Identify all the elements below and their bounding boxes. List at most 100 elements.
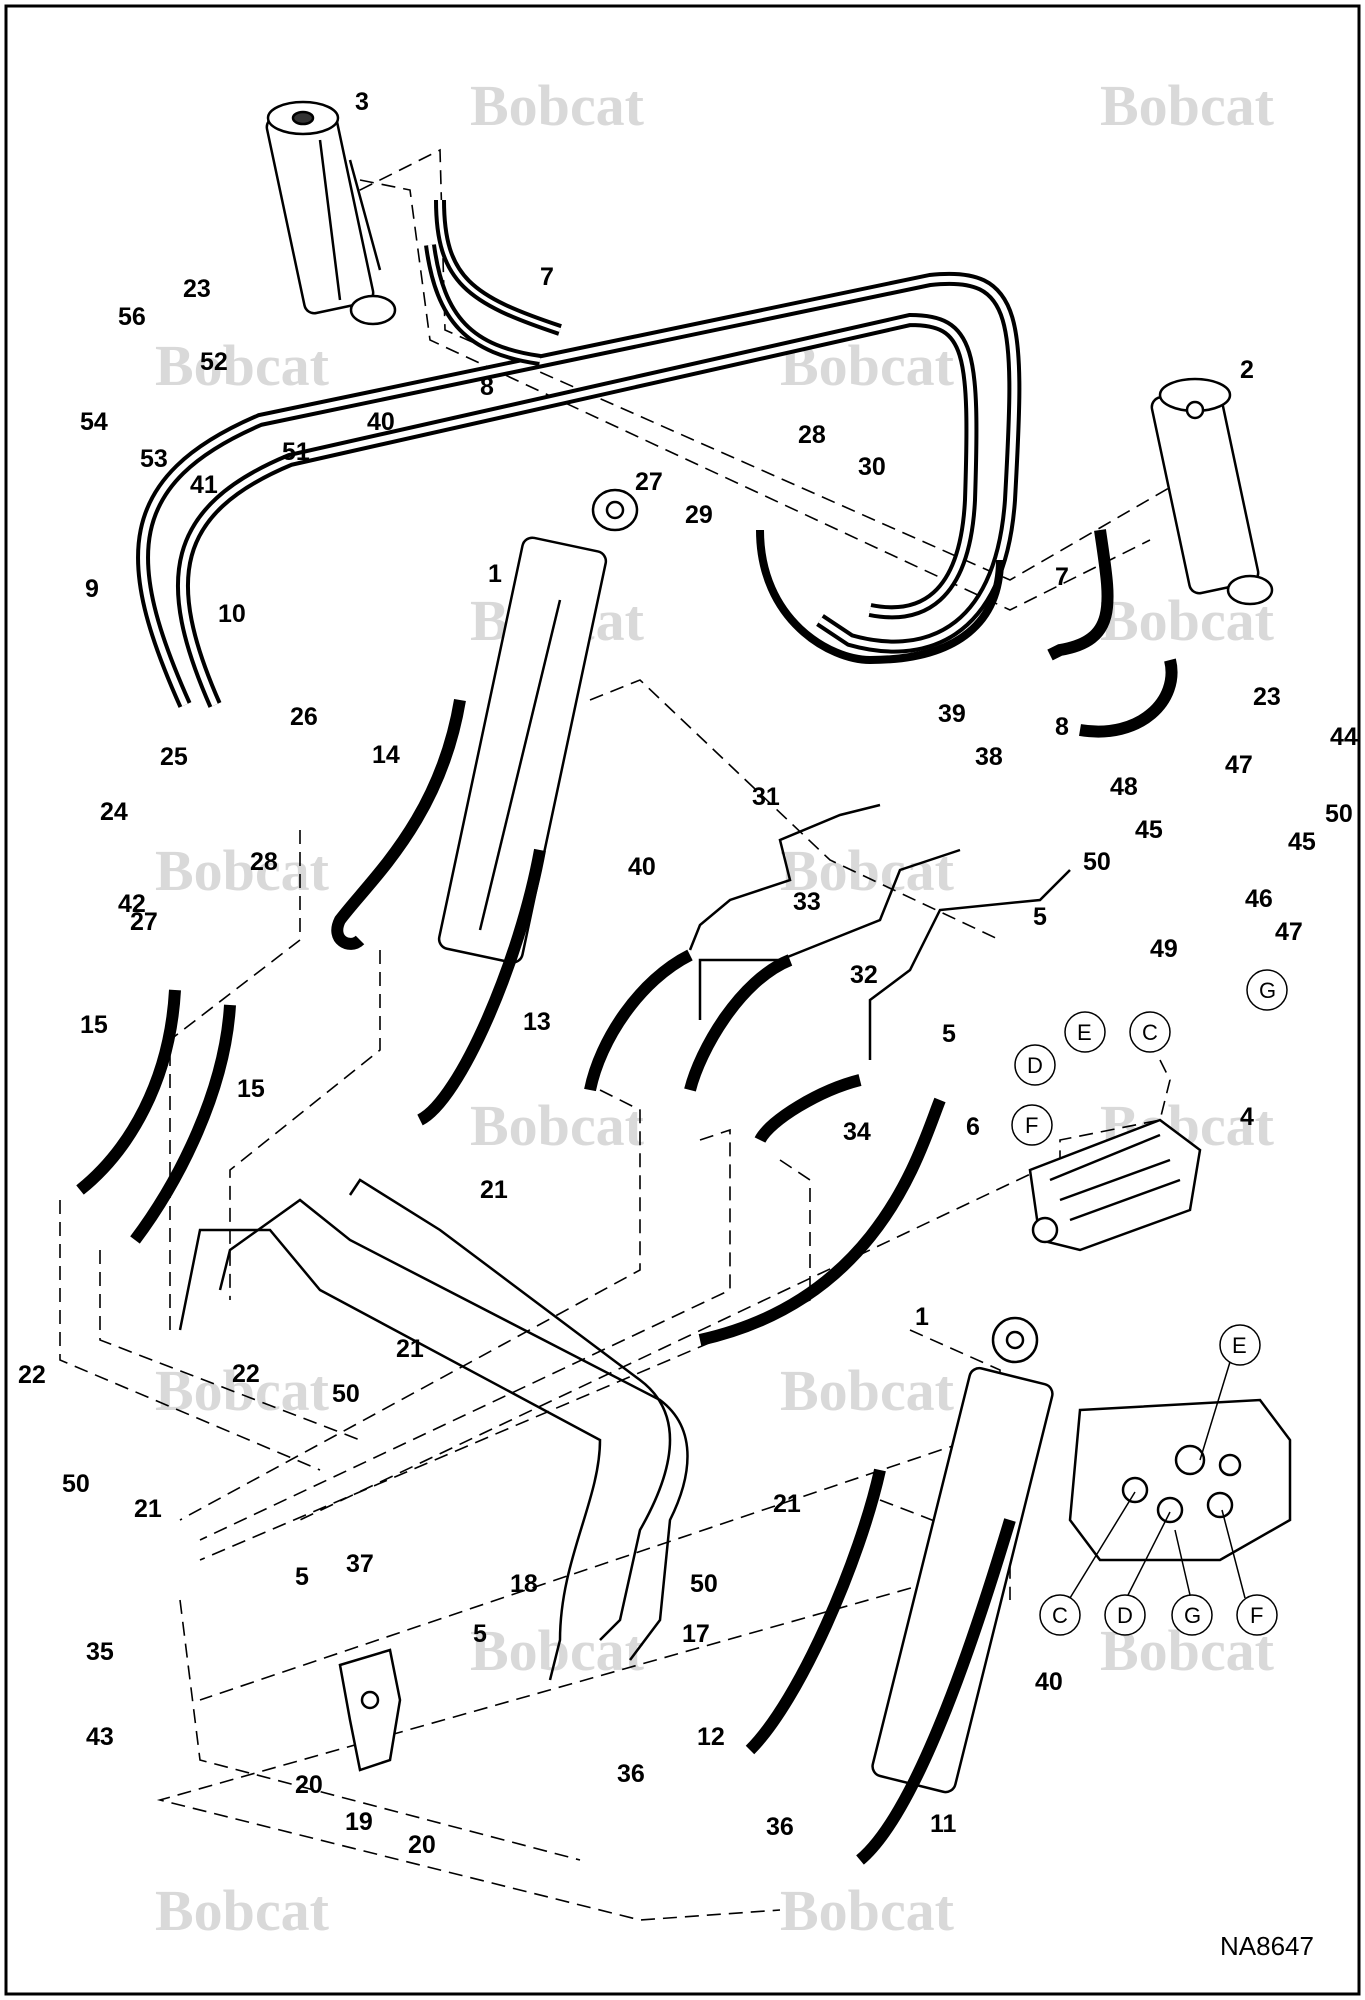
callout-3: 3 (355, 88, 369, 116)
callout-37: 37 (346, 1550, 374, 1578)
port-marker-g-detail: G (1171, 1594, 1213, 1636)
callout-52: 52 (200, 348, 228, 376)
port-letter: G (1259, 978, 1276, 1003)
port-letter: E (1232, 1333, 1247, 1358)
callout-32: 32 (850, 961, 878, 989)
callout-33: 33 (793, 888, 821, 916)
port-letter: G (1184, 1603, 1201, 1628)
callout-1: 1 (488, 560, 502, 588)
watermark: Bobcat (780, 1878, 955, 1943)
callout-8: 8 (1055, 713, 1069, 741)
watermark: Bobcat (1100, 73, 1275, 138)
callout-47: 47 (1275, 918, 1303, 946)
callout-27: 27 (635, 468, 663, 496)
hoses-7-8-right (1047, 529, 1178, 738)
port-marker-f-detail: F (1236, 1594, 1278, 1636)
callout-29: 29 (685, 501, 713, 529)
callout-17: 18 (510, 1570, 538, 1598)
callout-53: 53 (140, 445, 168, 473)
callout-51: 51 (282, 438, 310, 466)
dashed-connections (59, 148, 1231, 1921)
callout-27: 27 (130, 908, 158, 936)
callout-21: 21 (396, 1335, 424, 1363)
callout-50: 50 (1083, 848, 1111, 876)
callout-5: 5 (1033, 903, 1047, 931)
callout-5: 5 (942, 1020, 956, 1048)
callout-50: 50 (690, 1570, 718, 1598)
detail-leaders (1069, 1361, 1246, 1599)
callout-7: 7 (540, 263, 554, 291)
port-marker-d: D (1014, 1044, 1056, 1086)
callout-labels: 3 23 7 8 56 52 54 53 51 41 40 2 28 30 27… (18, 88, 1358, 1859)
hoses-13-14 (331, 699, 546, 1126)
callout-50: 50 (62, 1470, 90, 1498)
callout-36: 36 (617, 1760, 645, 1788)
callout-5: 5 (473, 1620, 487, 1648)
callout-31: 31 (752, 783, 780, 811)
valve-4 (1028, 1118, 1202, 1252)
port-marker-e-detail: E (1219, 1324, 1261, 1366)
callout-15: 15 (237, 1075, 265, 1103)
watermarks: Bobcat Bobcat Bobcat Bobcat Bobcat Bobca… (155, 73, 1275, 1943)
callout-18: 19 (345, 1808, 373, 1836)
port-letter: D (1027, 1053, 1043, 1078)
callout-28: 28 (250, 848, 278, 876)
callout-46: 46 (1245, 885, 1273, 913)
cylinder-3 (265, 100, 397, 326)
watermark: Bobcat (155, 333, 330, 398)
callout-23: 23 (1253, 683, 1281, 711)
watermark: Bobcat (470, 1093, 645, 1158)
tubes-16-17 (178, 1178, 689, 1681)
callout-38: 38 (975, 743, 1003, 771)
callout-44: 44 (1330, 723, 1358, 751)
port-marker-c: C (1129, 1011, 1171, 1053)
port-letter: F (1250, 1603, 1263, 1628)
callout-50: 50 (1325, 800, 1353, 828)
callout-4: 4 (1240, 1103, 1254, 1131)
tubes-31-33 (688, 803, 1071, 1060)
callout-8: 8 (480, 373, 494, 401)
port-marker-g: G (1246, 969, 1288, 1011)
callout-40: 40 (1035, 1668, 1063, 1696)
callout-13: 13 (523, 1008, 551, 1036)
watermark: Bobcat (780, 1358, 955, 1423)
hoses-15 (76, 989, 236, 1244)
port-marker-c-detail: C (1039, 1594, 1081, 1636)
port-marker-d-detail: D (1104, 1594, 1146, 1636)
callout-12: 12 (697, 1723, 725, 1751)
callout-50: 50 (332, 1380, 360, 1408)
diagram-code: NA8647 (1220, 1931, 1314, 1961)
callout-55: 56 (118, 303, 146, 331)
callout-14: 14 (372, 741, 400, 769)
port-letter: C (1052, 1603, 1068, 1628)
callout-40: 40 (628, 853, 656, 881)
cylinder-2 (1150, 377, 1274, 606)
callout-21: 21 (480, 1176, 508, 1204)
callout-43: 43 (86, 1723, 114, 1751)
port-letter: F (1025, 1113, 1038, 1138)
hoses-7-8-top (424, 199, 562, 366)
callout-40: 40 (367, 408, 395, 436)
callout-2: 2 (1240, 356, 1254, 384)
callout-15: 15 (80, 1011, 108, 1039)
callout-19: 20 (408, 1831, 436, 1859)
port-marker-f: F (1011, 1104, 1053, 1146)
callout-48: 48 (1110, 773, 1138, 801)
callout-10: 10 (218, 600, 246, 628)
watermark: Bobcat (155, 838, 330, 903)
callout-39: 39 (938, 700, 966, 728)
port-letter: E (1077, 1020, 1092, 1045)
callout-11: 11 (930, 1810, 957, 1838)
callout-6: 6 (966, 1113, 980, 1141)
callout-24: 24 (100, 798, 128, 826)
callout-1: 1 (915, 1303, 929, 1331)
frame-border (4, 4, 1361, 1996)
callout-7: 7 (1055, 563, 1069, 591)
callout-22: 22 (232, 1360, 260, 1388)
watermark: Bobcat (155, 1878, 330, 1943)
callout-21: 21 (773, 1490, 801, 1518)
callout-21: 21 (134, 1495, 162, 1523)
cylinder-1-upper (437, 488, 639, 964)
